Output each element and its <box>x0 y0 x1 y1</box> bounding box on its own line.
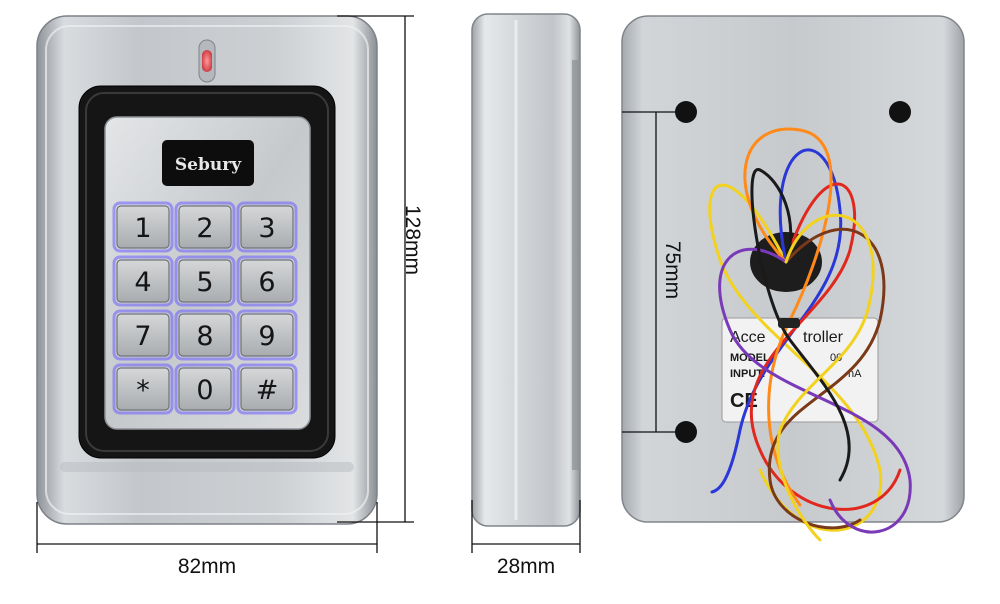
dimension-side-depth <box>471 500 581 553</box>
key-label: 4 <box>134 267 151 298</box>
dimension-front-width <box>36 502 378 553</box>
side-view <box>471 13 581 527</box>
side-housing <box>471 13 581 527</box>
front-height-label: 128mm <box>401 205 424 275</box>
dimension-hole-spacing <box>622 111 686 433</box>
label-title-end: troller <box>803 329 844 346</box>
key-label: 9 <box>258 321 275 352</box>
key-label: 1 <box>134 213 151 244</box>
wire <box>710 148 843 494</box>
key-9[interactable]: 9 <box>236 309 298 361</box>
key-3[interactable]: 3 <box>236 201 298 253</box>
key-label: 0 <box>196 375 213 406</box>
keypad-keys: 1 2 3 4 5 6 7 8 9 * 0 # <box>112 201 298 415</box>
key-label: 7 <box>134 321 151 352</box>
key-label: 5 <box>196 267 213 298</box>
wire <box>750 168 851 482</box>
wire <box>743 127 833 507</box>
wire <box>708 183 883 532</box>
cable-tie <box>778 318 800 328</box>
front-view: Sebury 1 2 3 4 5 6 7 8 9 * 0 # <box>36 15 378 525</box>
key-label: 2 <box>196 213 213 244</box>
key-1[interactable]: 1 <box>112 201 174 253</box>
key-label: 8 <box>196 321 213 352</box>
key-label: # <box>256 375 279 406</box>
wire <box>767 227 886 530</box>
key-hash[interactable]: # <box>236 363 298 415</box>
key-8[interactable]: 8 <box>174 309 236 361</box>
wire <box>776 213 875 542</box>
back-view: Acce troller MODEL 00 INPUT: nA CE <box>621 15 965 542</box>
hole-spacing-label: 75mm <box>661 241 684 299</box>
key-7[interactable]: 7 <box>112 309 174 361</box>
side-depth-label: 28mm <box>497 555 555 578</box>
key-0[interactable]: 0 <box>174 363 236 415</box>
key-4[interactable]: 4 <box>112 255 174 307</box>
wire-harness <box>708 127 912 542</box>
label-model-end: 00 <box>830 352 842 364</box>
key-6[interactable]: 6 <box>236 255 298 307</box>
brand-badge <box>162 140 254 186</box>
key-label: 3 <box>258 213 275 244</box>
front-width-label: 82mm <box>178 555 236 578</box>
brand-logo: Sebury <box>175 155 242 175</box>
key-5[interactable]: 5 <box>174 255 236 307</box>
wire <box>750 182 902 511</box>
label-input: INPUT: <box>730 368 765 380</box>
key-label: * <box>136 375 150 406</box>
label-title-start: Acce <box>730 329 766 346</box>
key-star[interactable]: * <box>112 363 174 415</box>
key-label: 6 <box>258 267 275 298</box>
key-2[interactable]: 2 <box>174 201 236 253</box>
dimension-front-height <box>337 15 414 523</box>
wire <box>718 247 912 534</box>
mounting-hole-top-right <box>889 101 911 123</box>
